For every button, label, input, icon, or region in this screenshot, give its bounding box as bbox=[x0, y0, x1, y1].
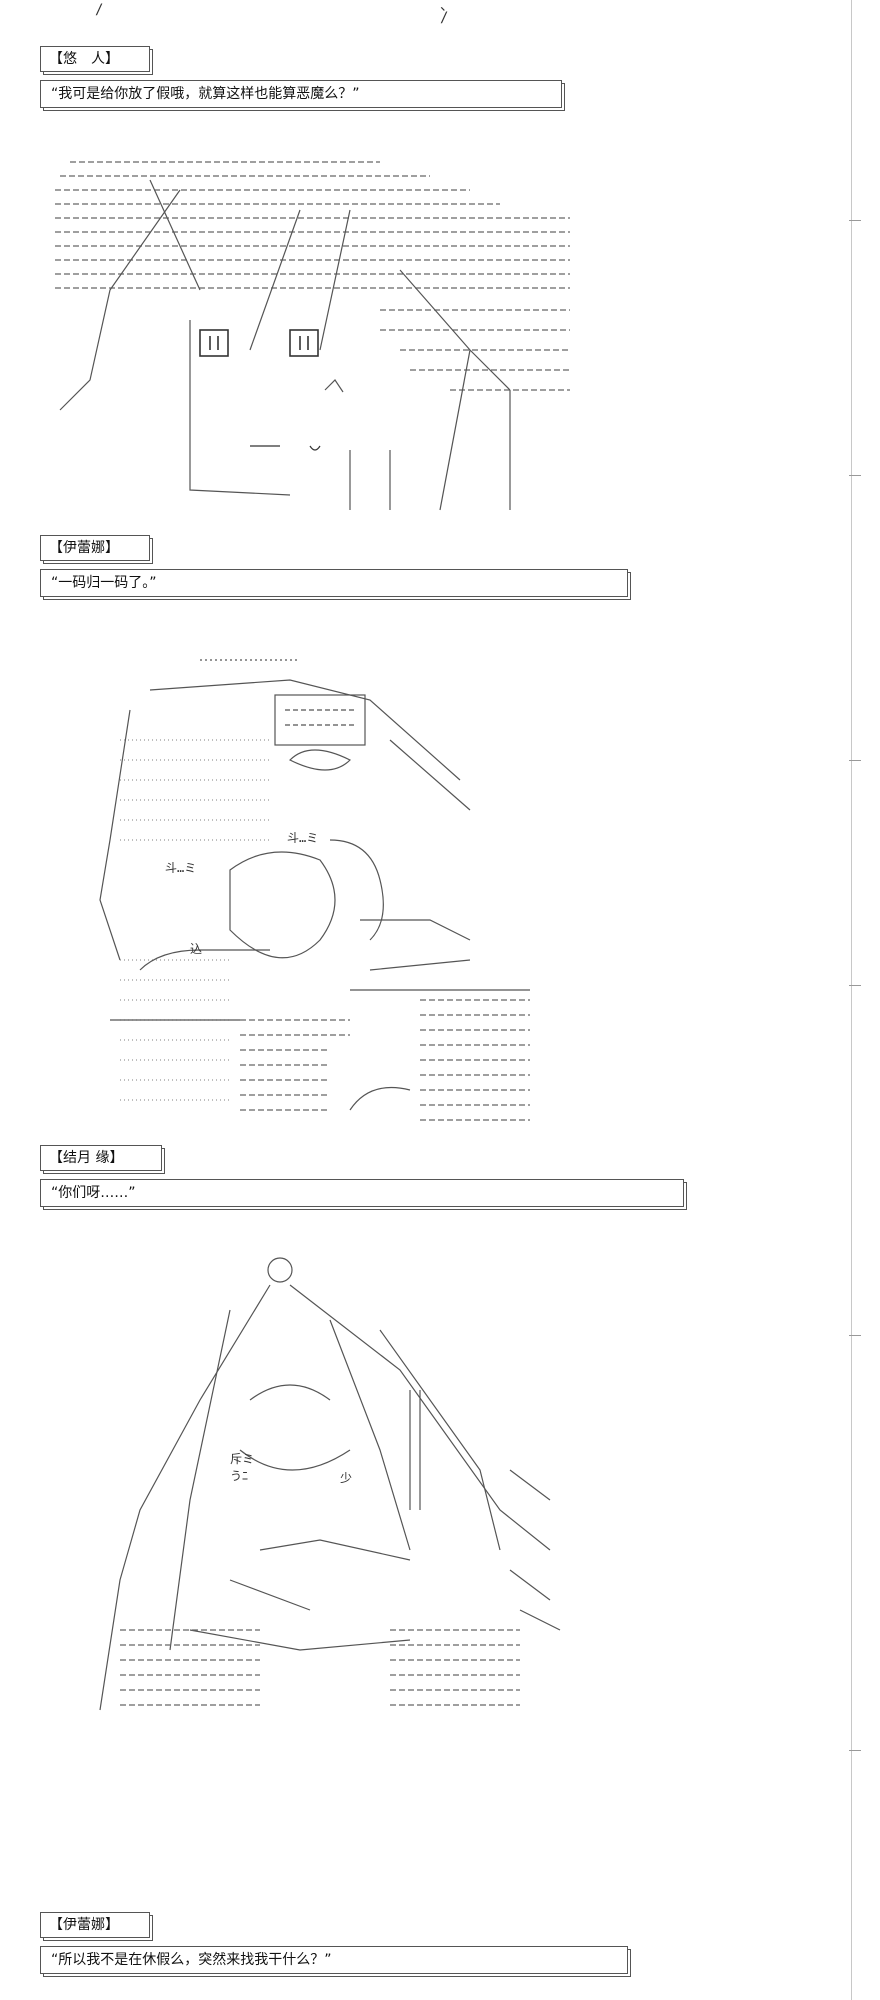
art-text: 少 bbox=[340, 1471, 353, 1485]
eye-right bbox=[289, 329, 319, 357]
speech-box-4: “所以我不是在休假么，突然来找我干什么？” bbox=[40, 1946, 628, 1974]
edge-tick bbox=[849, 220, 861, 221]
speaker-box-1: 【悠 人】 bbox=[40, 46, 150, 72]
speaker-name: 【伊蕾娜】 bbox=[49, 1917, 119, 1933]
art-text: 斗…ミ bbox=[287, 831, 319, 845]
speech-box-1: “我可是给你放了假哦，就算这样也能算恶魔么？” bbox=[40, 80, 562, 108]
speaker-name: 【伊蕾娜】 bbox=[49, 540, 119, 556]
speaker-box-3: 【结月 缘】 bbox=[40, 1145, 162, 1171]
ascii-art-character-2: 斗…ミ 斗…ミ 込 bbox=[90, 640, 560, 1130]
edge-tick bbox=[849, 1750, 861, 1751]
mouth bbox=[250, 445, 321, 451]
hair-lines bbox=[55, 161, 570, 391]
hand-mark bbox=[324, 379, 344, 393]
edge-tick bbox=[849, 475, 861, 476]
top-right-mark: 、 / bbox=[440, 0, 454, 26]
art-text: うﾆ bbox=[230, 1469, 249, 1483]
dialogue-line: “所以我不是在休假么，突然来找我干什么？” bbox=[51, 1952, 332, 1968]
speech-box-2: “一码归一码了。” bbox=[40, 569, 628, 597]
dialogue-line: “我可是给你放了假哦，就算这样也能算恶魔么？” bbox=[51, 86, 360, 102]
dialogue-line: “一码归一码了。” bbox=[51, 575, 157, 591]
art-text: 込 bbox=[190, 942, 203, 956]
page-right-border bbox=[851, 0, 852, 2000]
speaker-box-2: 【伊蕾娜】 bbox=[40, 535, 150, 561]
speaker-name: 【悠 人】 bbox=[49, 51, 119, 67]
ascii-art-character-3: 斥ミ うﾆ 少 bbox=[80, 1250, 580, 1720]
speaker-box-4: 【伊蕾娜】 bbox=[40, 1912, 150, 1938]
ascii-art-character-1 bbox=[50, 150, 590, 520]
dialogue-line: “你们呀……” bbox=[51, 1185, 136, 1201]
edge-tick bbox=[849, 1335, 861, 1336]
eye-left bbox=[199, 329, 229, 357]
art-text: 斗…ミ bbox=[165, 861, 197, 875]
edge-tick bbox=[849, 760, 861, 761]
speaker-name: 【结月 缘】 bbox=[49, 1150, 124, 1166]
top-left-mark: / bbox=[95, 2, 104, 18]
speech-box-3: “你们呀……” bbox=[40, 1179, 684, 1207]
top-ascii-remnant: / 、 / bbox=[0, 0, 880, 34]
edge-tick bbox=[849, 985, 861, 986]
art-text: 斥ミ bbox=[230, 1452, 255, 1466]
